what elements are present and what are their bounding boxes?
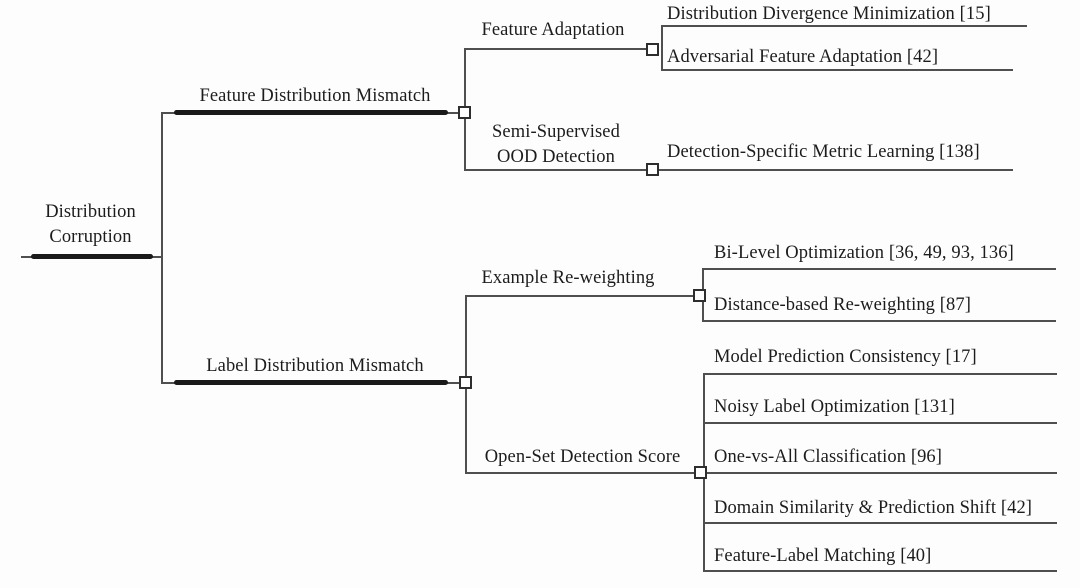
leaf-detection-specific-metric-learning: Detection-Specific Metric Learning [138]: [667, 142, 980, 162]
group-open-set-detection-score-label: Open-Set Detection Score: [484, 447, 681, 467]
leaf-model-prediction-consistency: Model Prediction Consistency [17]: [714, 347, 977, 367]
branch-label-distribution-mismatch-label: Label Distribution Mismatch: [206, 356, 424, 376]
leaf-underline: [703, 522, 1057, 524]
root-node-label: Distribution Corruption: [18, 200, 163, 250]
leaf-domain-similarity-prediction-shift: Domain Similarity & Prediction Shift [42…: [714, 498, 1033, 518]
leaf-adversarial-feature-adaptation: Adversarial Feature Adaptation [42]: [667, 47, 939, 67]
leaf-feature-label-matching: Feature-Label Matching [40]: [714, 546, 932, 566]
leaf-distribution-divergence-minimization: Distribution Divergence Minimization [15…: [667, 4, 991, 24]
root-node-label-line2: Corruption: [49, 227, 132, 247]
connector-square: [694, 466, 707, 479]
group-semi-supervised-label-line2: OOD Detection: [497, 147, 615, 167]
feature-adaptation-leaves-spine: [661, 25, 663, 71]
group-semi-supervised-label-line1: Semi-Supervised: [492, 122, 620, 142]
open-set-detection-underline: [465, 472, 695, 474]
connector-square: [646, 163, 659, 176]
root-thick-bar: [31, 254, 153, 259]
leaf-underline: [703, 373, 1057, 375]
connector-square: [458, 106, 471, 119]
leaf-bi-level-optimization: Bi-Level Optimization [36, 49, 93, 136]: [714, 243, 1014, 263]
leaf-one-vs-all-classification: One-vs-All Classification [96]: [714, 447, 943, 467]
leaf-underline: [659, 169, 1013, 171]
leaf-underline: [703, 570, 1057, 572]
group-example-reweighting-label: Example Re-weighting: [481, 268, 655, 288]
leaf-underline: [702, 268, 1056, 270]
leaf-underline: [702, 320, 1056, 322]
leaf-distance-based-reweighting: Distance-based Re-weighting [87]: [714, 295, 971, 315]
group-feature-adaptation-label: Feature Adaptation: [481, 20, 625, 40]
leaf-noisy-label-optimization: Noisy Label Optimization [131]: [714, 397, 955, 417]
branch1-thick-bar: [174, 110, 448, 115]
example-reweighting-underline: [465, 295, 694, 297]
semi-supervised-underline: [464, 169, 647, 171]
branch2-thick-bar: [174, 380, 448, 385]
group-semi-supervised-ood-detection-label: Semi-Supervised OOD Detection: [470, 120, 642, 170]
connector-square: [693, 289, 706, 302]
leaf-underline: [661, 69, 1013, 71]
trunk-vertical-line: [161, 112, 163, 383]
connector-square: [646, 43, 659, 56]
feature-adaptation-underline: [464, 48, 646, 50]
connector-square: [459, 376, 472, 389]
branch-feature-distribution-mismatch-label: Feature Distribution Mismatch: [199, 86, 431, 106]
leaf-underline: [703, 472, 1057, 474]
leaf-underline: [703, 422, 1057, 424]
leaf-underline: [661, 25, 1027, 27]
root-node-label-line1: Distribution: [45, 202, 136, 222]
